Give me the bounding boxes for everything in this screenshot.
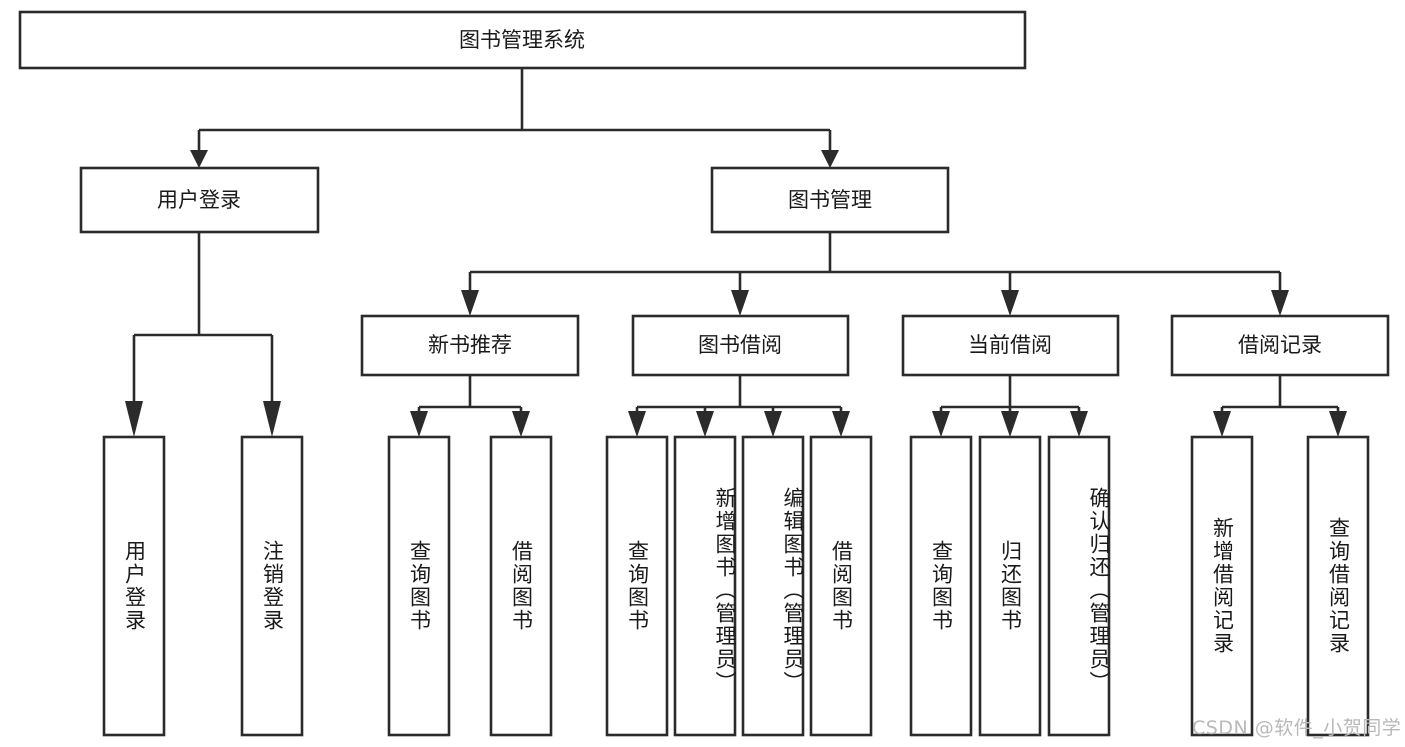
- arrow-to-leaf-edit-book: [764, 411, 782, 437]
- label-root: 图书管理系统: [459, 28, 585, 52]
- node-box-leaf-borrow-book-2[interactable]: [809, 435, 873, 737]
- arrow-to-leaf-confirm-return: [1070, 411, 1088, 437]
- label-current-borrow: 当前借阅: [968, 333, 1052, 357]
- node-box-leaf-query-book-1[interactable]: [387, 435, 451, 737]
- node-box-user-login[interactable]: [79, 166, 320, 234]
- node-box-book-borrow[interactable]: [631, 314, 850, 377]
- node-layer: [18, 10, 1390, 737]
- node-box-leaf-query-book-3[interactable]: [909, 435, 973, 737]
- arrow-to-current-borrow: [1001, 290, 1019, 316]
- arrow-to-leaf-user-login: [125, 401, 143, 437]
- arrow-to-new-book-rec: [461, 290, 479, 316]
- node-box-borrow-record[interactable]: [1170, 314, 1390, 377]
- label-borrow-record: 借阅记录: [1238, 333, 1322, 357]
- arrow-to-leaf-query-record: [1329, 411, 1347, 437]
- node-box-current-borrow[interactable]: [901, 314, 1120, 377]
- arrow-to-leaf-logout: [263, 401, 281, 437]
- arrow-to-leaf-add-book: [696, 411, 714, 437]
- node-box-leaf-query-record[interactable]: [1306, 435, 1370, 737]
- label-user-login: 用户登录: [157, 188, 241, 212]
- arrow-to-borrow-record: [1271, 290, 1289, 316]
- arrow-to-leaf-query-book-3: [932, 411, 950, 437]
- label-book-mgmt: 图书管理: [788, 188, 872, 212]
- arrow-to-leaf-query-book-2: [628, 411, 646, 437]
- label-book-borrow: 图书借阅: [698, 333, 782, 357]
- connector-layer: [125, 68, 1347, 437]
- node-box-book-mgmt[interactable]: [710, 166, 950, 234]
- node-box-leaf-confirm-return[interactable]: [1047, 435, 1111, 737]
- horizontal-label-layer: 图书管理系统 用户登录 图书管理 新书推荐 图书借阅 当前借阅 借阅记录: [157, 28, 1322, 357]
- arrow-to-user-login: [190, 150, 208, 168]
- arrow-to-book-borrow: [731, 290, 749, 316]
- node-box-root[interactable]: [18, 10, 1027, 70]
- node-box-leaf-add-book[interactable]: [673, 435, 737, 737]
- label-new-book-rec: 新书推荐: [428, 333, 512, 357]
- arrow-to-leaf-query-book-1: [410, 411, 428, 437]
- arrow-to-leaf-borrow-book-2: [832, 411, 850, 437]
- node-box-leaf-edit-book[interactable]: [741, 435, 805, 737]
- arrow-to-leaf-add-record: [1213, 411, 1231, 437]
- csdn-watermark: CSDN @软件_小贺同学: [1192, 717, 1402, 739]
- arrow-to-leaf-return-book: [1001, 411, 1019, 437]
- node-box-leaf-user-login[interactable]: [102, 435, 166, 737]
- node-box-leaf-add-record[interactable]: [1190, 435, 1254, 737]
- node-box-leaf-return-book[interactable]: [978, 435, 1042, 737]
- node-box-leaf-borrow-book-1[interactable]: [489, 435, 553, 737]
- node-box-leaf-logout[interactable]: [240, 435, 304, 737]
- arrow-to-leaf-borrow-book-1: [512, 411, 530, 437]
- node-box-leaf-query-book-2[interactable]: [605, 435, 669, 737]
- arrow-to-book-mgmt: [821, 150, 839, 168]
- node-box-new-book-rec[interactable]: [360, 314, 580, 377]
